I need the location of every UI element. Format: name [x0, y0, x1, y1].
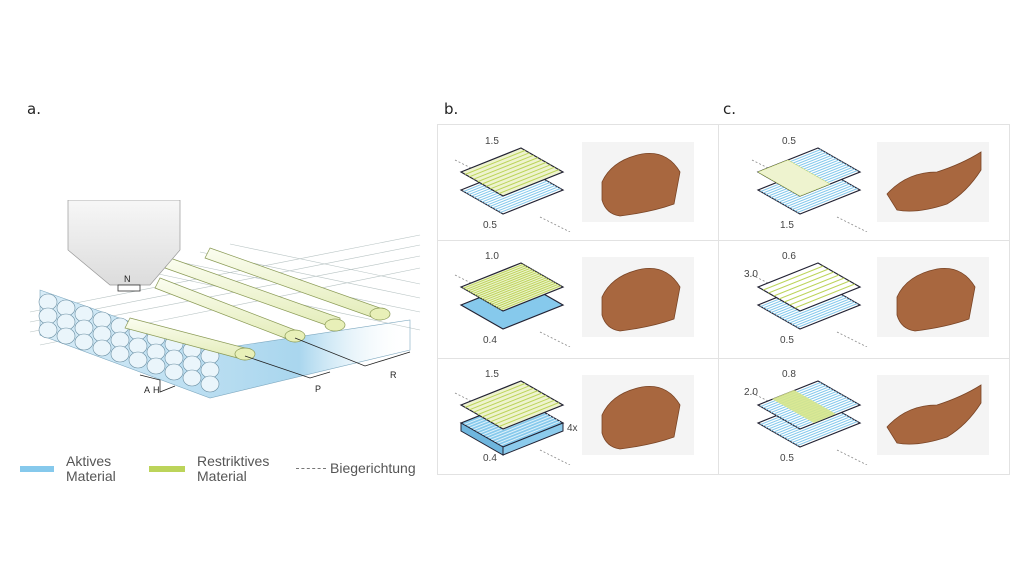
bend-direction-arrow	[836, 331, 868, 347]
top-spacing-value: 0.5	[782, 136, 796, 147]
restrictive-layer	[459, 262, 565, 312]
sample-grid	[437, 124, 1010, 475]
left-spacing-value: 2.0	[744, 387, 758, 398]
legend-restrictive-line2: Material	[197, 468, 247, 484]
active-material-swatch	[20, 466, 54, 472]
legend-active-line1: Aktives	[66, 453, 112, 469]
panel-label-c: c.	[723, 100, 737, 118]
print-nozzle: N	[67, 200, 181, 292]
sample-photo-b-3	[582, 375, 694, 455]
layer-count-value: 4x	[567, 423, 578, 434]
sample-photo-c-2	[877, 257, 989, 337]
sample-photo-c-1	[877, 142, 989, 222]
legend-restrictive-line1: Restriktives	[197, 453, 270, 469]
restrictive-layer	[459, 380, 565, 430]
layer-diagram-c-1: 0.5 1.5	[751, 136, 868, 232]
printing-illustration: N A H P R	[29, 200, 421, 399]
cell-b-2: 1.0 0.4	[437, 239, 717, 357]
layer-diagram-b-3: 1.5 0.4 4x	[454, 369, 578, 465]
legend-bend-label: Biegerichtung	[330, 460, 416, 476]
restrictive-rods	[124, 247, 391, 361]
layer-diagram-b-2: 1.0 0.4	[454, 251, 571, 347]
top-spacing-value: 1.5	[485, 136, 499, 147]
restrictive-layer	[459, 147, 565, 197]
sample-photo-c-3	[877, 375, 989, 455]
legend-item-restrictive: Restriktives Material	[149, 454, 269, 484]
top-spacing-value: 1.0	[485, 251, 499, 262]
bottom-spacing-value: 0.5	[780, 335, 794, 346]
sample-photo-b-1	[582, 142, 694, 222]
sample-shape	[896, 268, 976, 332]
sample-shape	[886, 384, 982, 445]
bend-direction-arrow	[539, 216, 571, 232]
panel-label-b: b.	[444, 100, 459, 118]
restrictive-band	[772, 390, 836, 423]
cell-b-3: 1.5 0.4 4x	[437, 357, 717, 475]
legend: Aktives Material Restriktives Material B…	[0, 452, 440, 492]
cell-c-1: 0.5 1.5	[717, 124, 1010, 239]
sample-shape	[601, 153, 681, 217]
dimension-a-label: A	[144, 385, 150, 395]
top-spacing-value: 0.8	[782, 369, 796, 380]
bend-direction-arrow	[539, 449, 571, 465]
bottom-spacing-value: 1.5	[780, 220, 794, 231]
bottom-spacing-value: 0.4	[483, 335, 497, 346]
bottom-spacing-value: 0.5	[780, 453, 794, 464]
cell-c-3: 0.8 0.5 2.0	[717, 357, 1010, 475]
restrictive-layer	[756, 262, 862, 312]
bottom-spacing-value: 0.4	[483, 453, 497, 464]
restrictive-region	[757, 159, 831, 197]
legend-item-active: Aktives Material	[20, 454, 116, 484]
legend-active-line2: Material	[66, 468, 116, 484]
cell-b-1: 1.5 0.5	[437, 124, 717, 239]
row-divider-1	[438, 240, 1009, 241]
legend-item-bend-direction: Biegerichtung	[296, 461, 416, 476]
dimension-r-label: R	[390, 370, 397, 380]
bend-direction-arrow	[836, 449, 868, 465]
cell-c-2: 0.6 0.5 3.0	[717, 239, 1010, 357]
bend-direction-arrow	[539, 331, 571, 347]
panel-label-a: a.	[27, 100, 41, 118]
left-spacing-value: 3.0	[744, 269, 758, 280]
active-layer-thickness	[502, 422, 564, 456]
layer-diagram-b-1: 1.5 0.5	[454, 136, 571, 232]
top-spacing-value: 1.5	[485, 369, 499, 380]
bend-direction-dash	[296, 468, 326, 469]
active-layer-block	[38, 289, 411, 399]
dimension-p-label: P	[315, 384, 321, 394]
layer-diagram-c-3: 0.8 0.5 2.0	[744, 369, 868, 465]
column-divider	[718, 125, 719, 474]
bottom-spacing-value: 0.5	[483, 220, 497, 231]
sample-shape	[601, 386, 681, 450]
sample-shape	[601, 268, 681, 332]
bend-direction-arrow	[836, 216, 868, 232]
layer-diagram-c-2: 0.6 0.5 3.0	[744, 251, 868, 347]
sample-shape	[886, 151, 982, 212]
restrictive-material-swatch	[149, 466, 185, 472]
top-spacing-value: 0.6	[782, 251, 796, 262]
row-divider-2	[438, 358, 1009, 359]
nozzle-label: N	[124, 274, 131, 284]
sample-photo-b-2	[582, 257, 694, 337]
dimension-h-label: H	[153, 385, 160, 395]
